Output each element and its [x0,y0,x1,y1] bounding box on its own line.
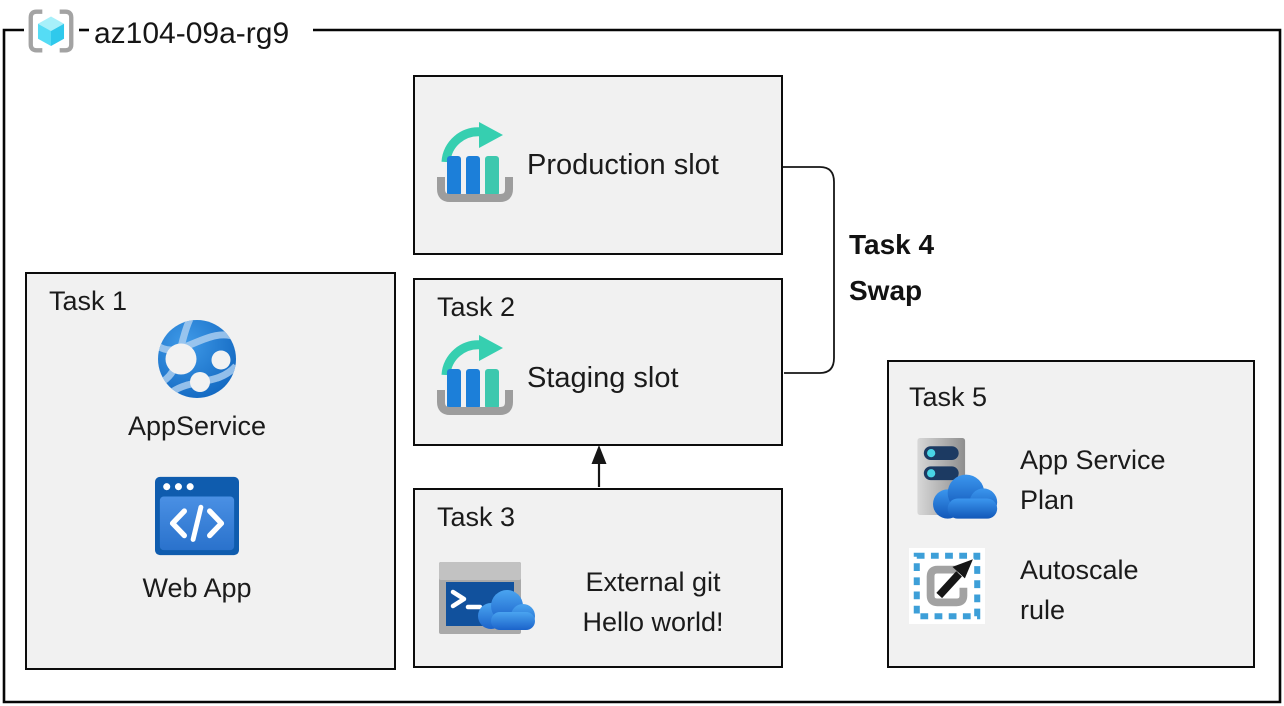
task5-label: Task 5 [909,382,988,412]
task4-line1: Task 4 [849,229,935,260]
app-service-icon [156,318,238,405]
app-service-plan-text: App Service Plan [1020,440,1166,520]
task3-line1: External git [585,567,721,597]
autoscale-line1: Autoscale [1020,555,1139,585]
resource-group-border [2,28,1282,704]
resource-group-icon [24,4,78,63]
staging-slot-label: Staging slot [527,362,679,394]
app-service-plan-line1: App Service [1020,445,1166,475]
task4-line2: Swap [849,275,923,306]
web-app-label: Web App [142,573,252,603]
app-service-plan-icon [909,438,1004,526]
task4-annotation: Task 4 Swap [849,222,934,314]
production-slot-box: Production slot [413,75,783,255]
autoscale-icon [909,548,1004,624]
task1-box: Task 1 [25,272,396,670]
deploy-arrow [591,445,607,487]
autoscale-line2: rule [1020,595,1066,625]
task3-line2: Hello world! [582,607,724,637]
task2-label: Task 2 [437,292,516,322]
cloud-shell-icon [439,554,537,651]
task3-box: Task 3 [413,488,783,668]
app-service-plan-line2: Plan [1020,485,1075,515]
deployment-slot-icon [437,120,513,211]
autoscale-rule-text: Autoscale rule [1020,550,1139,630]
task1-label: Task 1 [49,286,128,316]
staging-slot-box: Task 2 Staging slot [413,278,783,446]
deployment-slot-icon [437,333,513,424]
resource-group-header: az104-09a-rg9 [24,4,289,63]
resource-group-title: az104-09a-rg9 [94,16,290,50]
task5-box: Task 5 [887,360,1255,668]
task3-text: External git Hello world! [533,562,773,642]
swap-bracket [783,166,835,374]
task3-label: Task 3 [437,502,516,532]
production-slot-label: Production slot [527,148,719,181]
app-service-label: AppService [127,411,267,441]
web-app-icon [155,476,239,561]
